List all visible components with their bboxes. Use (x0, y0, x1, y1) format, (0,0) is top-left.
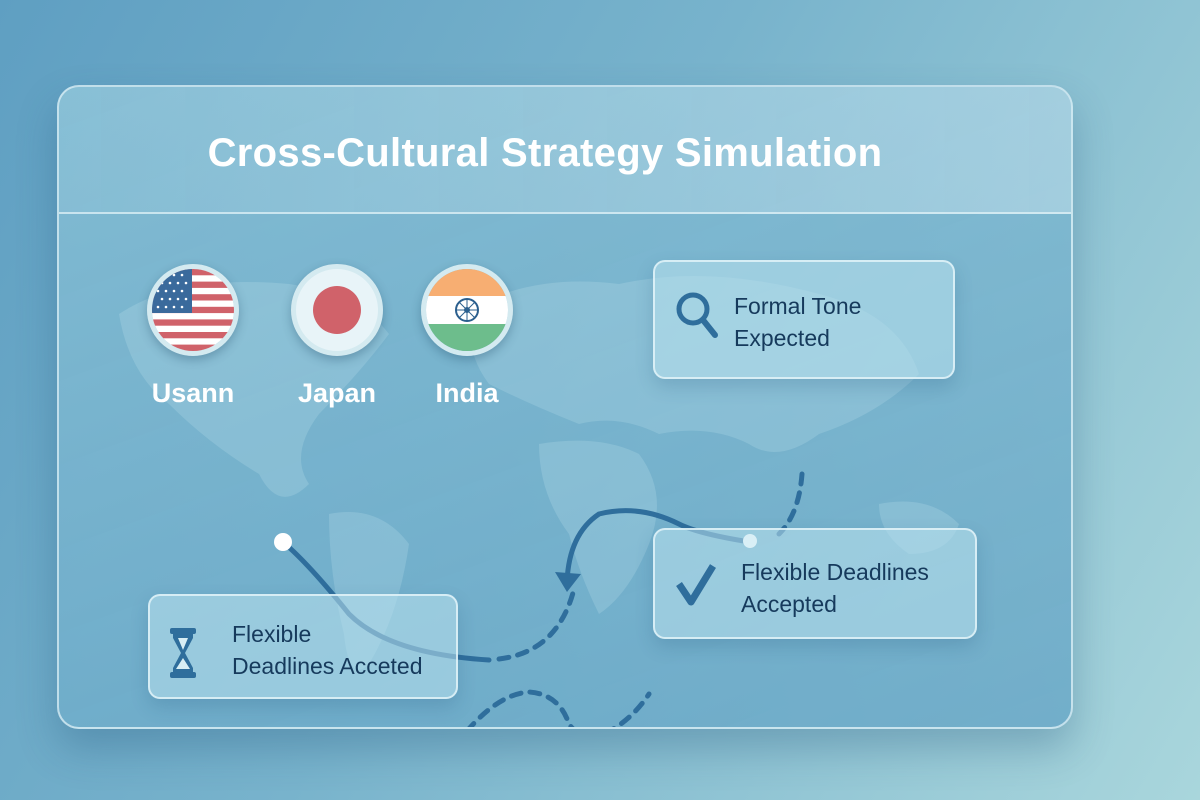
card-line-1: Flexible Deadlines (741, 559, 929, 585)
hourglass-icon (170, 628, 196, 678)
card-flexible-deadlines[interactable]: Flexible Deadlines Acceted (148, 594, 458, 699)
page-title: Cross-Cultural Strategy Simulation (207, 131, 883, 175)
card-line-2: Deadlines Acceted (232, 653, 423, 679)
country-label-usa: Usann (151, 378, 235, 408)
route-start-point (274, 533, 292, 551)
route-dashed-top (776, 471, 805, 537)
checkmark-icon (676, 564, 716, 606)
route-dashed-wave (467, 689, 652, 727)
panel-header: Cross-Cultural Strategy Simulation (59, 87, 1071, 214)
card-line-1: Formal Tone (734, 293, 862, 319)
card-line-2: Accepted (741, 591, 837, 617)
card-line-1: Flexible (232, 621, 312, 647)
india-flag-icon[interactable] (421, 264, 513, 356)
card-formal-tone[interactable]: Formal Tone Expected (653, 260, 955, 379)
route-dashed (496, 586, 577, 662)
card-flexible-deadlines-accepted[interactable]: Flexible Deadlines Accepted (653, 528, 977, 639)
country-label-japan: Japan (297, 378, 377, 408)
usa-flag-icon[interactable] (147, 264, 239, 356)
country-label-india: India (435, 378, 499, 408)
search-icon (676, 292, 718, 338)
japan-flag-icon[interactable] (291, 264, 383, 356)
arrowhead-icon (555, 572, 581, 592)
card-line-2: Expected (734, 325, 830, 351)
